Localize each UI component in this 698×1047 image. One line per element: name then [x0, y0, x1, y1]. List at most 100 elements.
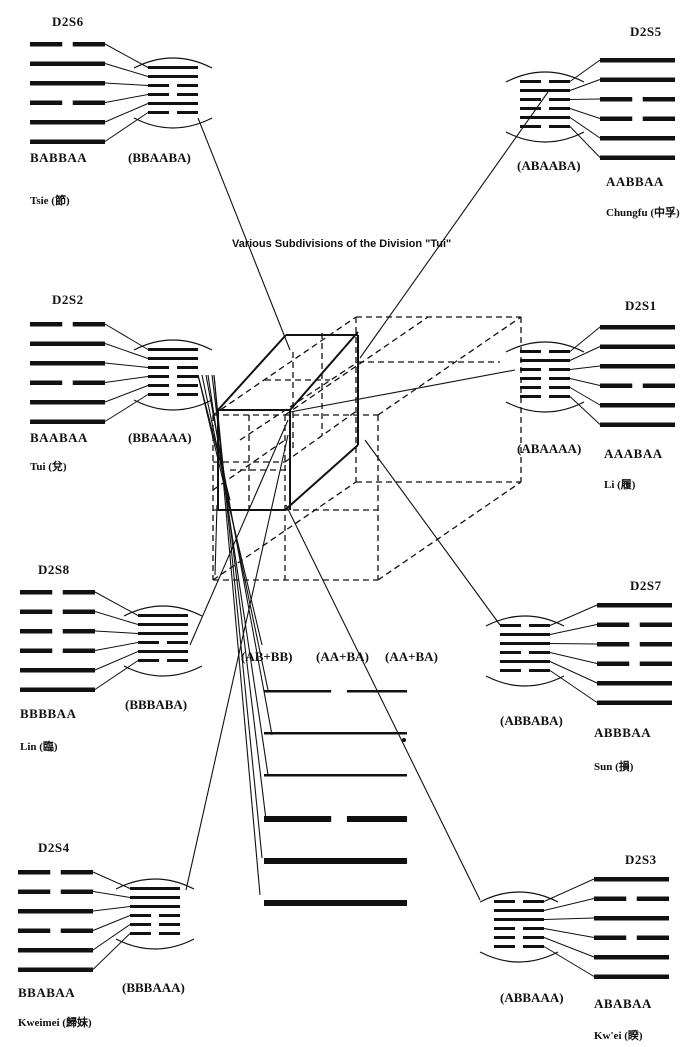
fan-line: [92, 924, 131, 951]
fan-line: [104, 63, 149, 77]
solid-line: [30, 61, 105, 66]
fan-line: [549, 652, 598, 664]
solid-line: [600, 58, 675, 63]
fan-line: [94, 611, 139, 625]
bracket-bottom: [133, 399, 213, 411]
broken-line: [62, 590, 95, 595]
solid-line: [30, 400, 105, 405]
inner-broken-line: [148, 366, 169, 369]
broken-line: [18, 928, 51, 933]
hexagram-panel-d2s4: [18, 870, 195, 972]
hexagram-panel-d2s2: [30, 322, 213, 424]
solid-line: [597, 700, 672, 705]
hexagram-panel-d2s7: [485, 603, 672, 705]
inner-broken-line: [159, 914, 180, 917]
broken-line: [642, 116, 675, 121]
broken-line: [18, 889, 51, 894]
hexagram-panel-d2s3: [479, 877, 669, 979]
fan-line: [569, 365, 601, 370]
panel-name-label: Lin (臨): [20, 741, 58, 753]
panel-name-label: Chungfu (中孚): [606, 207, 680, 219]
subcube-edge: [289, 331, 359, 411]
broken-line: [72, 380, 105, 385]
panel-code-label: AAABAA: [604, 446, 663, 461]
inner-solid-line: [148, 75, 198, 78]
broken-line: [60, 870, 93, 875]
panel-code-label: BBBBAA: [20, 706, 77, 721]
fan-line: [94, 660, 139, 690]
broken-line: [60, 928, 93, 933]
connector-line: [197, 117, 291, 351]
inner-broken-line: [494, 900, 515, 903]
cube-edge: [212, 316, 357, 416]
hexagram-panel-d2s1: [505, 325, 675, 427]
center-hexagram: [264, 690, 407, 906]
inner-broken-line: [159, 932, 180, 935]
center-solid-line: [264, 774, 407, 777]
broken-line: [20, 609, 53, 614]
inner-broken-line: [520, 107, 541, 110]
panel-code-label: AABBAA: [606, 174, 664, 189]
panel-id-label: D2S4: [38, 840, 70, 855]
inner-broken-line: [520, 98, 541, 101]
solid-line: [600, 403, 675, 408]
solid-line: [594, 877, 669, 882]
broken-line: [72, 322, 105, 327]
inner-solid-line: [130, 896, 180, 899]
inner-broken-line: [494, 927, 515, 930]
subcube-edge: [217, 334, 287, 411]
cube-edge: [377, 481, 522, 581]
inner-broken-line: [130, 923, 151, 926]
inner-broken-line: [549, 350, 570, 353]
bracket-top: [505, 71, 585, 83]
solid-line: [18, 948, 93, 953]
solid-line: [18, 909, 93, 914]
hexagram-panels: [18, 42, 675, 979]
inner-solid-line: [148, 66, 198, 69]
inner-broken-line: [549, 368, 570, 371]
fan-line: [549, 643, 598, 645]
inner-broken-line: [130, 932, 151, 935]
broken-line: [639, 642, 672, 647]
connector-dot: [402, 738, 406, 742]
fan-line: [543, 928, 595, 938]
bracket-top: [505, 341, 585, 353]
inner-broken-line: [130, 914, 151, 917]
cube-grid: [212, 439, 286, 491]
center-broken-line: [264, 816, 332, 822]
subcube-edge: [284, 444, 359, 511]
solid-line: [600, 155, 675, 160]
solid-line: [600, 344, 675, 349]
inner-solid-line: [138, 650, 188, 653]
fan-line: [104, 112, 149, 142]
fan-line: [104, 94, 149, 103]
inner-solid-line: [138, 623, 188, 626]
inner-broken-line: [177, 393, 198, 396]
connector-line: [214, 504, 218, 576]
broken-line: [636, 896, 669, 901]
broken-line: [30, 100, 63, 105]
inner-broken-line: [148, 93, 169, 96]
fan-line: [569, 378, 601, 386]
panel-code-label: BABBAA: [30, 150, 88, 165]
center-header-2: (AA+BA): [316, 649, 369, 664]
broken-line: [642, 97, 675, 102]
inner-broken-line: [520, 80, 541, 83]
inner-solid-line: [520, 89, 570, 92]
fan-line: [94, 630, 139, 634]
connector-line: [285, 504, 481, 901]
solid-line: [594, 974, 669, 979]
broken-line: [636, 935, 669, 940]
connector-line: [289, 369, 516, 413]
inner-solid-line: [520, 116, 570, 119]
hexagram-panel-d2s6: [30, 42, 213, 144]
fan-line: [549, 661, 598, 684]
broken-line: [62, 648, 95, 653]
inner-solid-line: [494, 909, 544, 912]
fan-line: [94, 591, 139, 616]
fan-line: [94, 651, 139, 671]
fan-line: [569, 117, 601, 139]
broken-line: [30, 380, 63, 385]
broken-line: [30, 42, 63, 47]
panel-name-label: Sun (損): [594, 761, 634, 773]
